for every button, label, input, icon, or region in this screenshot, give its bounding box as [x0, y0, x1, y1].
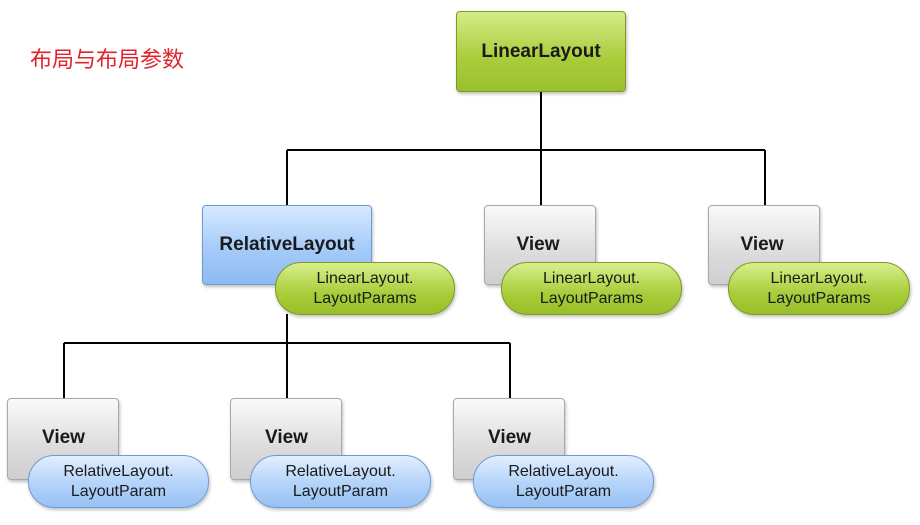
params-line2: LayoutParam: [292, 482, 389, 500]
params-line1: RelativeLayout.: [63, 462, 174, 480]
params-line1: LinearLayout.: [316, 269, 414, 287]
relativelayout-label: RelativeLayout: [219, 234, 355, 255]
params-line1: RelativeLayout.: [508, 462, 619, 480]
view-label: View: [740, 234, 784, 255]
params-line2: LayoutParam: [515, 482, 612, 500]
linearlayout-params-badge: LinearLayout. LayoutParams: [275, 262, 455, 315]
view-label: View: [265, 427, 308, 448]
relativelayout-params-badge: RelativeLayout. LayoutParam: [473, 455, 654, 508]
diagram-title: 布局与布局参数: [30, 48, 185, 73]
linearlayout-root-label: LinearLayout: [481, 40, 601, 62]
params-line2: LayoutParams: [313, 289, 417, 307]
linearlayout-params-badge: LinearLayout. LayoutParams: [728, 262, 910, 315]
view-label: View: [42, 427, 85, 448]
params-line1: RelativeLayout.: [285, 462, 396, 480]
params-line1: LinearLayout.: [770, 269, 868, 287]
params-line2: LayoutParam: [70, 482, 167, 500]
view-label: View: [488, 427, 531, 448]
params-line2: LayoutParams: [767, 289, 871, 307]
params-line2: LayoutParams: [539, 289, 644, 307]
params-line1: LinearLayout.: [543, 269, 640, 287]
view-label: View: [516, 234, 560, 255]
linearlayout-params-badge: LinearLayout. LayoutParams: [501, 262, 682, 315]
relativelayout-params-badge: RelativeLayout. LayoutParam: [28, 455, 209, 508]
relativelayout-params-badge: RelativeLayout. LayoutParam: [250, 455, 431, 508]
linearlayout-root-node: LinearLayout: [456, 11, 626, 92]
